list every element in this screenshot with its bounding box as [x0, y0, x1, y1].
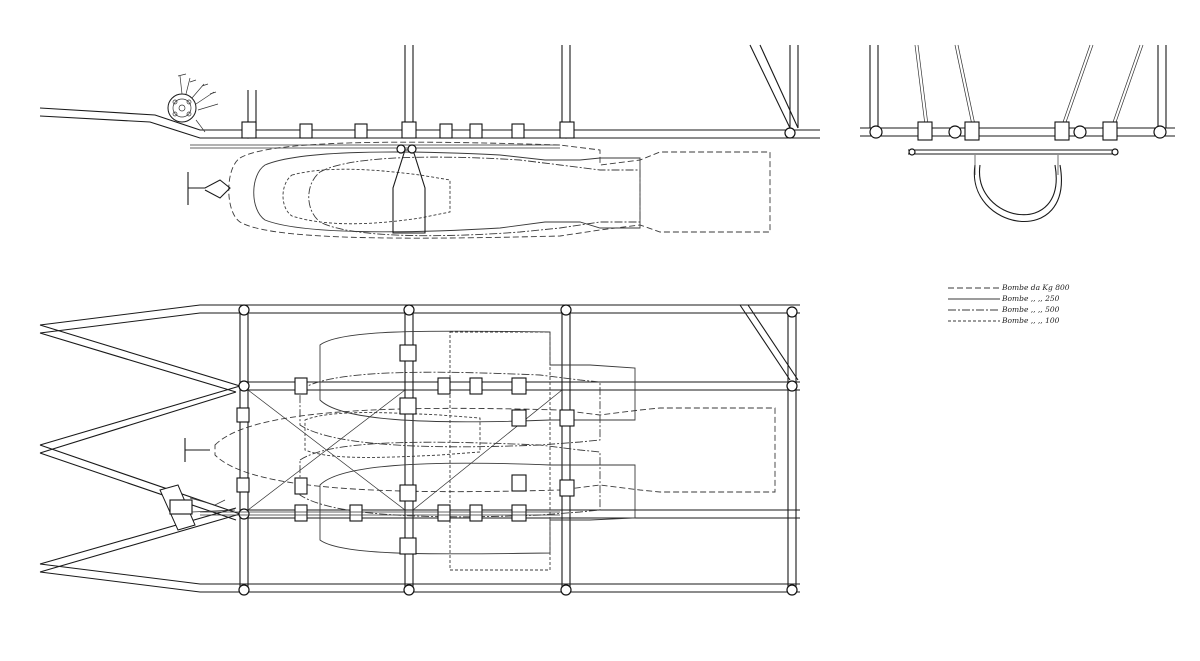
bomb-legend: Bombe da Kg 800 Bombe ,, ,, 250 Bombe ,,… — [948, 283, 1070, 325]
front-view — [860, 44, 1175, 223]
release-gear-icon — [167, 73, 219, 133]
legend-item-250: Bombe ,, ,, 250 — [948, 294, 1060, 303]
rail-clamps — [241, 121, 575, 139]
legend-label: Bombe ,, ,, 250 — [1001, 294, 1060, 303]
release-lever-icon — [159, 484, 236, 531]
bomb-outlines-side — [228, 141, 771, 239]
plan-view — [39, 304, 800, 596]
legend-item-800: Bombe da Kg 800 — [948, 283, 1070, 292]
legend-label: Bombe ,, ,, 500 — [1001, 305, 1060, 314]
side-elevation-view — [39, 44, 820, 239]
legend-item-500: Bombe ,, ,, 500 — [948, 305, 1060, 314]
legend-label: Bombe ,, ,, 100 — [1001, 316, 1060, 325]
legend-item-100: Bombe ,, ,, 100 — [948, 316, 1060, 325]
bomb-outlines-plan — [214, 330, 776, 571]
legend-label: Bombe da Kg 800 — [1001, 283, 1070, 292]
plan-clamps — [236, 344, 575, 555]
